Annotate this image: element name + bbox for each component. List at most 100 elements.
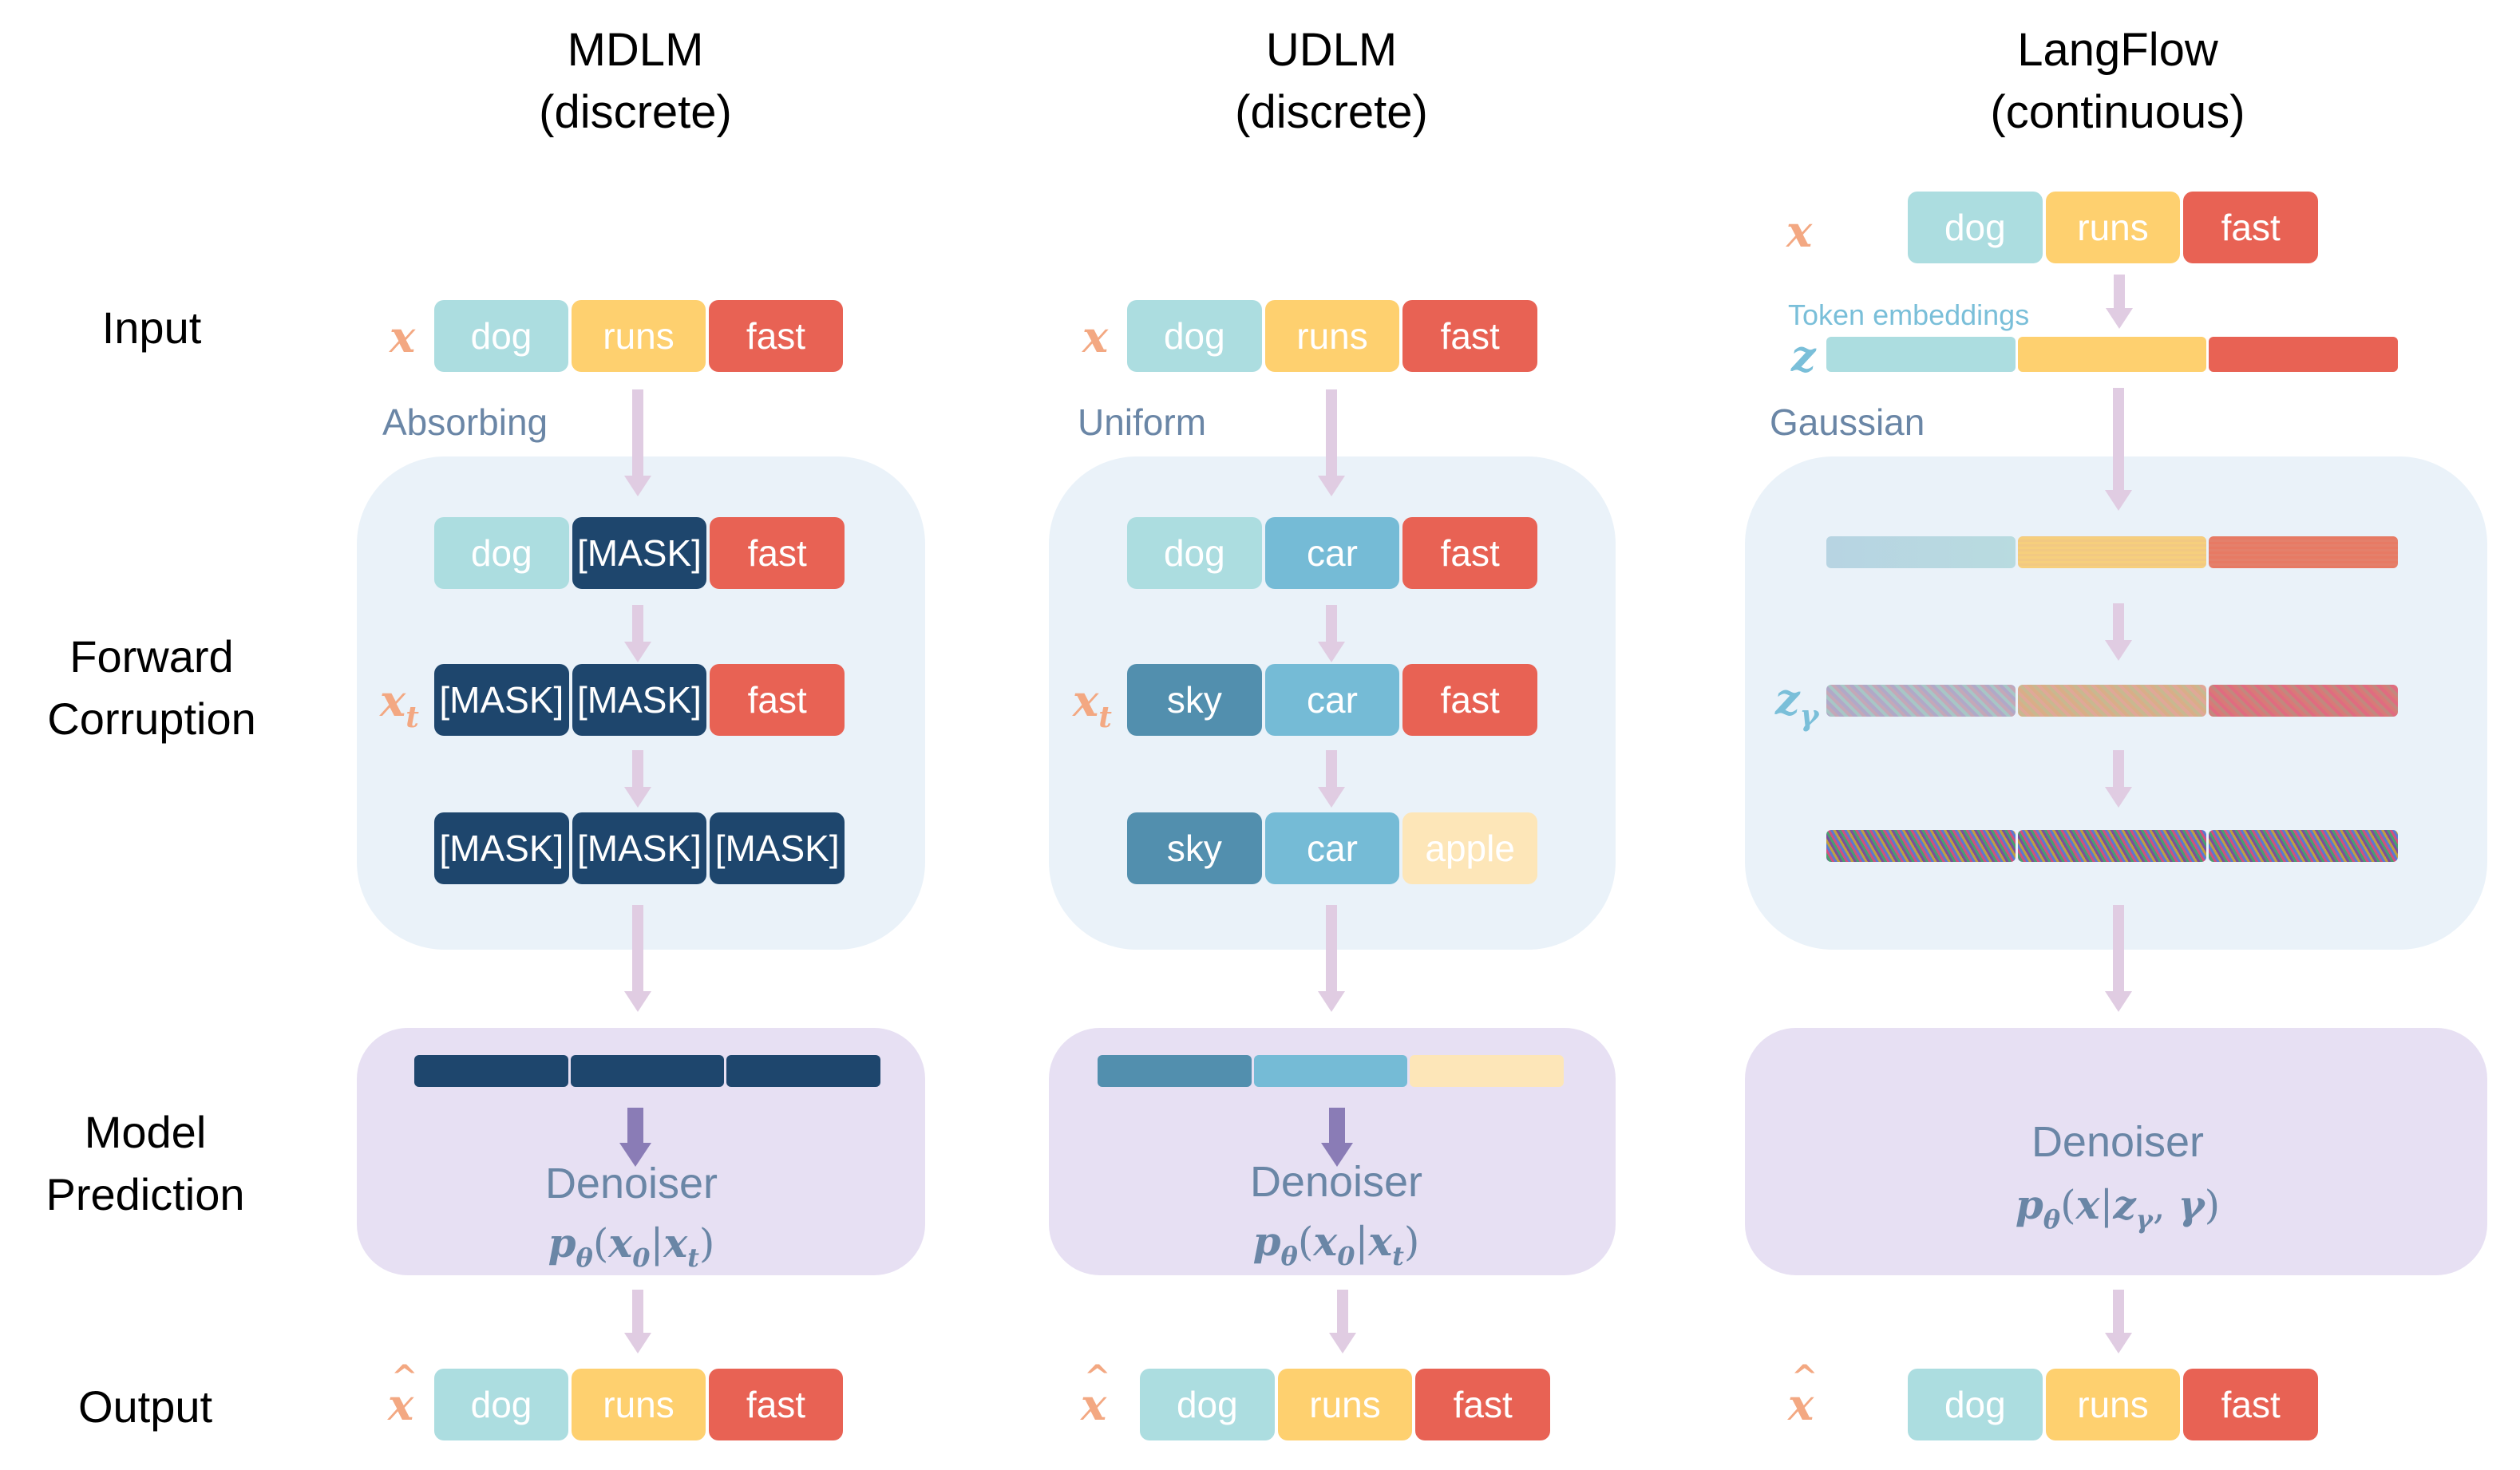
token-fast: fast [2183,1369,2319,1440]
mdlm-model-input-bar [414,1055,881,1087]
udlm-xt-base: x [1073,675,1099,726]
mask-bar [570,1055,725,1087]
dog-noisy-low [1826,536,2016,568]
formula-p: p [548,1219,576,1266]
langflow-formula: pθ(x|zγ, γ) [2015,1181,2221,1235]
udlm-formula: pθ(x0|xt) [1252,1218,1420,1271]
token-mask: [MASK] [434,812,569,884]
formula-theta: θ [576,1243,593,1273]
langflow-z-var: z [1791,330,1816,381]
udlm-title-name: UDLM [1265,24,1398,76]
langflow-input-var: x [1786,206,1813,257]
runs-noisy-mid [2017,685,2207,717]
udlm-xt-var: xt [1073,677,1112,741]
formula-p: p [1252,1218,1281,1265]
row-label-model: Model [84,1107,207,1157]
mdlm-title: MDLM (discrete) [356,19,915,144]
udlm-output-var: x [1081,1353,1111,1429]
langflow-embedding-bar [1826,337,2399,372]
dog-embedding [1826,337,2016,372]
fast-noisy-low [2209,536,2399,568]
token-fast: fast [1402,664,1538,736]
token-sky: sky [1127,664,1262,736]
mdlm-formula: pθ(x0|xt) [548,1219,715,1273]
formula-xt: x [1368,1218,1393,1265]
token-car: car [1264,812,1400,884]
formula-theta: θ [2043,1204,2061,1235]
formula-z-sub: γ [2135,1204,2153,1235]
token-dog: dog [1127,517,1262,589]
formula-xt: x [663,1219,688,1266]
row-label-prediction: Prediction [45,1169,245,1219]
token-mask: [MASK] [572,812,707,884]
langflow-noise-low [1826,536,2399,568]
runs-embedding [2017,337,2207,372]
car-bar [1253,1055,1408,1087]
token-apple: apple [1402,812,1538,884]
udlm-input-tokens: dog runs fast [1127,300,1538,372]
mdlm-output-var: x [388,1353,418,1429]
formula-x: x [2075,1181,2100,1228]
token-runs: runs [2045,1369,2181,1440]
token-car: car [1264,664,1400,736]
formula-x0-sub: 0 [1337,1241,1355,1271]
token-fast: fast [1402,517,1538,589]
token-mask: [MASK] [572,664,707,736]
mdlm-input-var: x [390,311,416,362]
langflow-denoiser-label: Denoiser [2031,1118,2205,1166]
mdlm-xt-sub: t [405,701,419,734]
fast-noisy-high [2209,830,2399,862]
udlm-process-label: Uniform [1078,401,1207,443]
formula-z: z [2113,1181,2136,1228]
mask-bar [414,1055,568,1087]
token-mask: [MASK] [434,664,569,736]
mdlm-denoiser-label: Denoiser [544,1160,718,1207]
udlm-step-1: dog car fast [1127,517,1538,589]
formula-xt-sub: t [687,1243,699,1273]
runs-noisy-low [2017,536,2207,568]
token-dog: dog [1140,1369,1275,1440]
token-runs: runs [1277,1369,1413,1440]
token-dog: dog [1127,300,1262,372]
token-fast: fast [709,300,843,372]
formula-theta: θ [1280,1241,1298,1271]
row-label-forward: Forward [69,631,234,682]
token-fast: fast [1402,300,1538,372]
mdlm-process-label: Absorbing [382,401,548,443]
token-fast: fast [709,1369,843,1440]
token-runs: runs [572,300,706,372]
langflow-noise-high [1826,830,2399,862]
mdlm-xt-var: xt [380,677,419,741]
token-mask: [MASK] [710,812,845,884]
zgamma-sub: γ [1799,699,1819,733]
token-fast: fast [2183,192,2319,263]
mdlm-title-name: MDLM [567,24,704,76]
formula-p: p [2015,1181,2043,1228]
mdlm-title-kind: (discrete) [539,86,732,138]
udlm-output-tokens: dog runs fast [1140,1369,1551,1440]
langflow-output-var: x [1788,1353,1818,1429]
udlm-input-var: x [1082,311,1109,362]
langflow-output-tokens: dog runs fast [1908,1369,2319,1440]
token-dog: dog [1908,1369,2043,1440]
row-label-input: Input [101,302,202,353]
mdlm-step-2: [MASK] [MASK] fast [434,664,845,736]
udlm-step-3: sky car apple [1127,812,1538,884]
token-runs: runs [572,1369,706,1440]
row-label-model-prediction: Model Prediction [0,1101,297,1226]
formula-x0-sub: 0 [632,1243,651,1273]
mdlm-step-1: dog [MASK] fast [434,517,845,589]
langflow-title: LangFlow (continuous) [1838,19,2397,144]
formula-x0: x [608,1219,633,1266]
langflow-title-name: LangFlow [2017,24,2218,76]
token-runs: runs [2045,192,2181,263]
zgamma-base: z [1775,674,1800,725]
row-label-corruption: Corruption [47,694,256,744]
token-dog: dog [434,1369,568,1440]
mdlm-output-tokens: dog runs fast [434,1369,843,1440]
apple-bar [1410,1055,1565,1087]
runs-noisy-high [2017,830,2207,862]
dog-noisy-high [1826,830,2016,862]
token-fast: fast [1415,1369,1551,1440]
token-fast: fast [710,664,845,736]
